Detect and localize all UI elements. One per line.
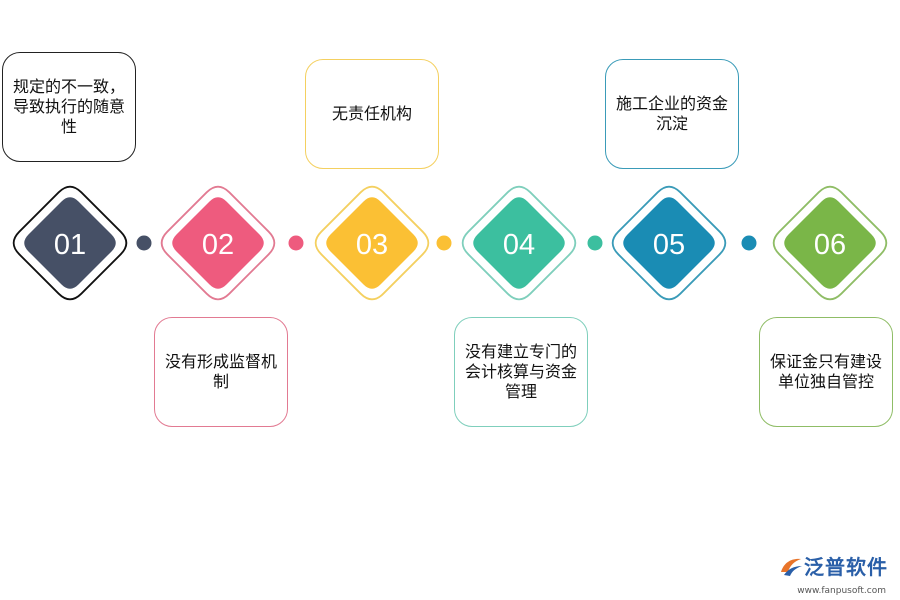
step-06-text: 保证金只有建设单位独自管控	[769, 352, 882, 391]
step-04-number: 04	[503, 229, 535, 261]
connector-dot	[741, 235, 757, 251]
step-01-number: 01	[54, 229, 86, 261]
step-03-text: 无责任机构	[331, 104, 412, 123]
step-06-box: 保证金只有建设单位独自管控	[759, 317, 893, 427]
step-04-text: 没有建立专门的会计核算与资金管理	[464, 342, 577, 401]
step-05-number: 05	[653, 229, 685, 261]
step-05-text: 施工企业的资金沉淀	[615, 94, 728, 133]
step-03-box: 无责任机构	[305, 59, 439, 169]
fanpu-logo-icon	[781, 558, 802, 576]
step-06-diamond: 06	[772, 185, 888, 301]
step-03-inner-diamond	[326, 197, 418, 289]
step-06-number: 06	[814, 229, 846, 261]
step-01-box: 规定的不一致，导致执行的随意性	[2, 52, 136, 162]
step-02-diamond: 02	[160, 185, 276, 301]
step-02-text: 没有形成监督机制	[164, 352, 277, 391]
step-04-inner-diamond	[473, 197, 565, 289]
connector-dot	[136, 235, 152, 251]
step-02-inner-diamond	[172, 197, 264, 289]
step-03-number: 03	[356, 229, 388, 261]
step-02-box: 没有形成监督机制	[154, 317, 288, 427]
step-01-diamond: 01	[12, 185, 128, 301]
logo-name: 泛普软件	[804, 555, 888, 579]
step-05-diamond: 05	[611, 185, 727, 301]
step-01-text: 规定的不一致，导致执行的随意性	[12, 77, 125, 136]
step-02-number: 02	[202, 229, 234, 261]
step-04-box: 没有建立专门的会计核算与资金管理	[454, 317, 588, 427]
step-05-inner-diamond	[623, 197, 715, 289]
logo-url: www.fanpusoft.com	[797, 586, 886, 596]
step-03-diamond: 03	[314, 185, 430, 301]
brand-logo: 泛普软件	[778, 551, 888, 580]
step-05-box: 施工企业的资金沉淀	[605, 59, 739, 169]
connector-dot	[288, 235, 304, 251]
step-06-inner-diamond	[784, 197, 876, 289]
connector-dot	[587, 235, 603, 251]
step-01-inner-diamond	[24, 197, 116, 289]
connector-dot	[436, 235, 452, 251]
step-04-diamond: 04	[461, 185, 577, 301]
